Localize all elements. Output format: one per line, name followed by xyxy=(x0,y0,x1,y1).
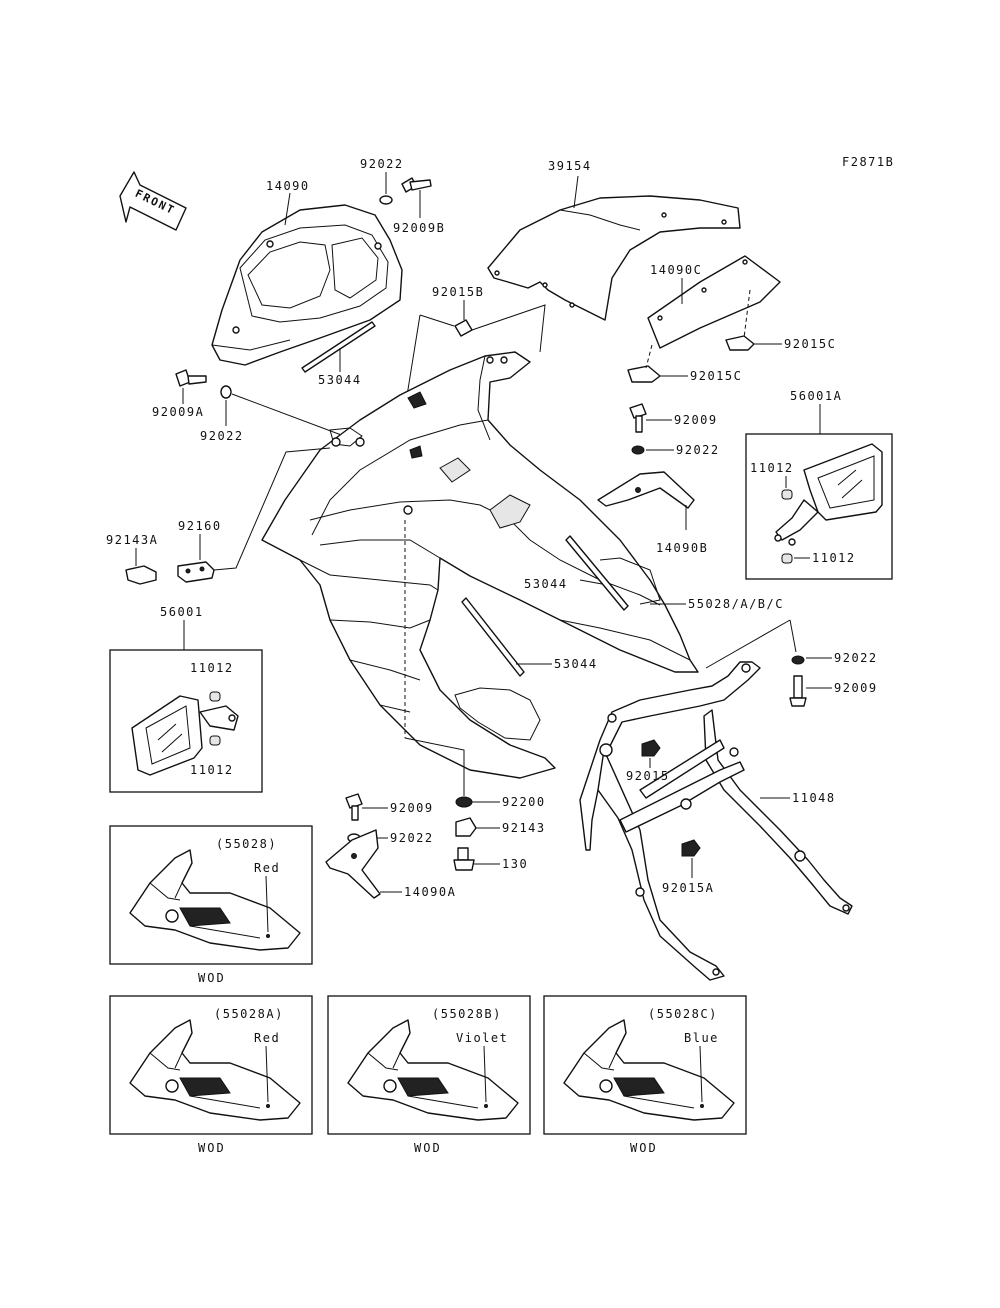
label-53044-mid: 53044 xyxy=(524,577,568,591)
label-11012-c: 11012 xyxy=(190,661,234,675)
mirror-56001a xyxy=(774,443,883,546)
svg-text:(55028A): (55028A) xyxy=(214,1007,284,1021)
nut-92015 xyxy=(641,739,661,757)
label-92015b: 92015B xyxy=(432,285,484,299)
label-92015: 92015 xyxy=(626,769,670,783)
svg-text:WOD: WOD xyxy=(414,1141,442,1155)
label-92009b: 92009B xyxy=(393,221,445,235)
variant-55028c: (55028C) Blue WOD xyxy=(543,995,747,1155)
label-53044-top: 53044 xyxy=(318,373,362,387)
label-92160: 92160 xyxy=(178,519,222,533)
bolt-130 xyxy=(453,847,475,871)
svg-text:(55028B): (55028B) xyxy=(432,1007,502,1021)
label-14090b: 14090B xyxy=(656,541,708,555)
grommet-11012-c xyxy=(209,691,221,702)
label-55028abc: 55028/A/B/C xyxy=(688,597,784,611)
label-11012-b: 11012 xyxy=(812,551,856,565)
figure-code: F2871B xyxy=(842,155,894,169)
strip-53044-mid xyxy=(565,535,629,611)
nut-92143 xyxy=(455,817,477,837)
damper-92160 xyxy=(177,561,215,583)
label-92143a: 92143A xyxy=(106,533,158,547)
clip-92015c-b xyxy=(627,365,661,383)
washer-92022-left xyxy=(220,385,232,399)
variant-55028a: (55028A) Red WOD xyxy=(109,995,313,1155)
front-arrow-icon: FRONT xyxy=(119,171,187,231)
nut-92015b xyxy=(454,319,473,337)
mirror-56001 xyxy=(131,695,239,776)
svg-text:Red: Red xyxy=(254,1031,280,1045)
label-92200: 92200 xyxy=(502,795,546,809)
grommet-11012-d xyxy=(209,735,221,746)
collar-92143a xyxy=(125,565,157,585)
clip-92015c-a xyxy=(725,335,755,351)
strip-53044-low xyxy=(461,597,525,677)
bolt-92009b xyxy=(401,177,432,193)
svg-text:(55028): (55028) xyxy=(216,837,277,851)
grommet-11012-b xyxy=(781,553,793,564)
washer-92022-r xyxy=(631,445,645,455)
label-130: 130 xyxy=(502,857,528,871)
variant-55028: (55028) Red WOD xyxy=(109,825,313,985)
label-14090c: 14090C xyxy=(650,263,702,277)
svg-text:Red: Red xyxy=(254,861,280,875)
label-92022-c: 92022 xyxy=(390,831,434,845)
label-11012-d: 11012 xyxy=(190,763,234,777)
bracket-14090b xyxy=(597,471,695,509)
label-92015a: 92015A xyxy=(662,881,714,895)
label-14090a: 14090A xyxy=(404,885,456,899)
grommet-11012-a xyxy=(781,489,793,500)
label-92143: 92143 xyxy=(502,821,546,835)
label-92009a: 92009A xyxy=(152,405,204,419)
mirror-box-56001a xyxy=(745,433,893,580)
label-92022-left: 92022 xyxy=(200,429,244,443)
label-92022-rr: 92022 xyxy=(834,651,878,665)
mirror-box-56001 xyxy=(109,649,263,793)
bolt-92009-r xyxy=(629,403,647,433)
washer-92022-rr xyxy=(791,655,805,665)
label-92009-r: 92009 xyxy=(674,413,718,427)
label-92022-r: 92022 xyxy=(676,443,720,457)
label-39154: 39154 xyxy=(548,159,592,173)
stay-frame-11048 xyxy=(579,661,853,981)
label-11012-a: 11012 xyxy=(750,461,794,475)
label-92009-c: 92009 xyxy=(390,801,434,815)
bracket-14090a xyxy=(325,829,381,899)
bolt-92009a xyxy=(175,369,207,387)
meter-cover-14090 xyxy=(211,204,403,366)
variant-55028b: (55028B) Violet WOD xyxy=(327,995,531,1155)
washer-92022-top xyxy=(379,195,393,205)
svg-text:Blue: Blue xyxy=(684,1031,719,1045)
label-11048: 11048 xyxy=(792,791,836,805)
bracket-14090c xyxy=(647,255,781,349)
label-53044-low: 53044 xyxy=(554,657,598,671)
bolt-92009-c xyxy=(345,793,363,821)
svg-text:WOD: WOD xyxy=(198,1141,226,1155)
label-14090: 14090 xyxy=(266,179,310,193)
windscreen-39154 xyxy=(487,195,741,321)
label-92015c-a: 92015C xyxy=(784,337,836,351)
label-56001: 56001 xyxy=(160,605,204,619)
washer-92200 xyxy=(455,796,473,808)
svg-text:WOD: WOD xyxy=(630,1141,658,1155)
bolt-92009-rr xyxy=(789,675,807,707)
label-92022-top: 92022 xyxy=(360,157,404,171)
label-92015c-b: 92015C xyxy=(690,369,742,383)
svg-text:Violet: Violet xyxy=(456,1031,508,1045)
svg-text:WOD: WOD xyxy=(198,971,226,985)
nut-92015a xyxy=(681,839,701,857)
svg-text:(55028C): (55028C) xyxy=(648,1007,718,1021)
label-56001a: 56001A xyxy=(790,389,842,403)
upper-cowl-55028 xyxy=(261,351,699,779)
label-92009-rr: 92009 xyxy=(834,681,878,695)
strip-53044-top xyxy=(301,321,376,373)
